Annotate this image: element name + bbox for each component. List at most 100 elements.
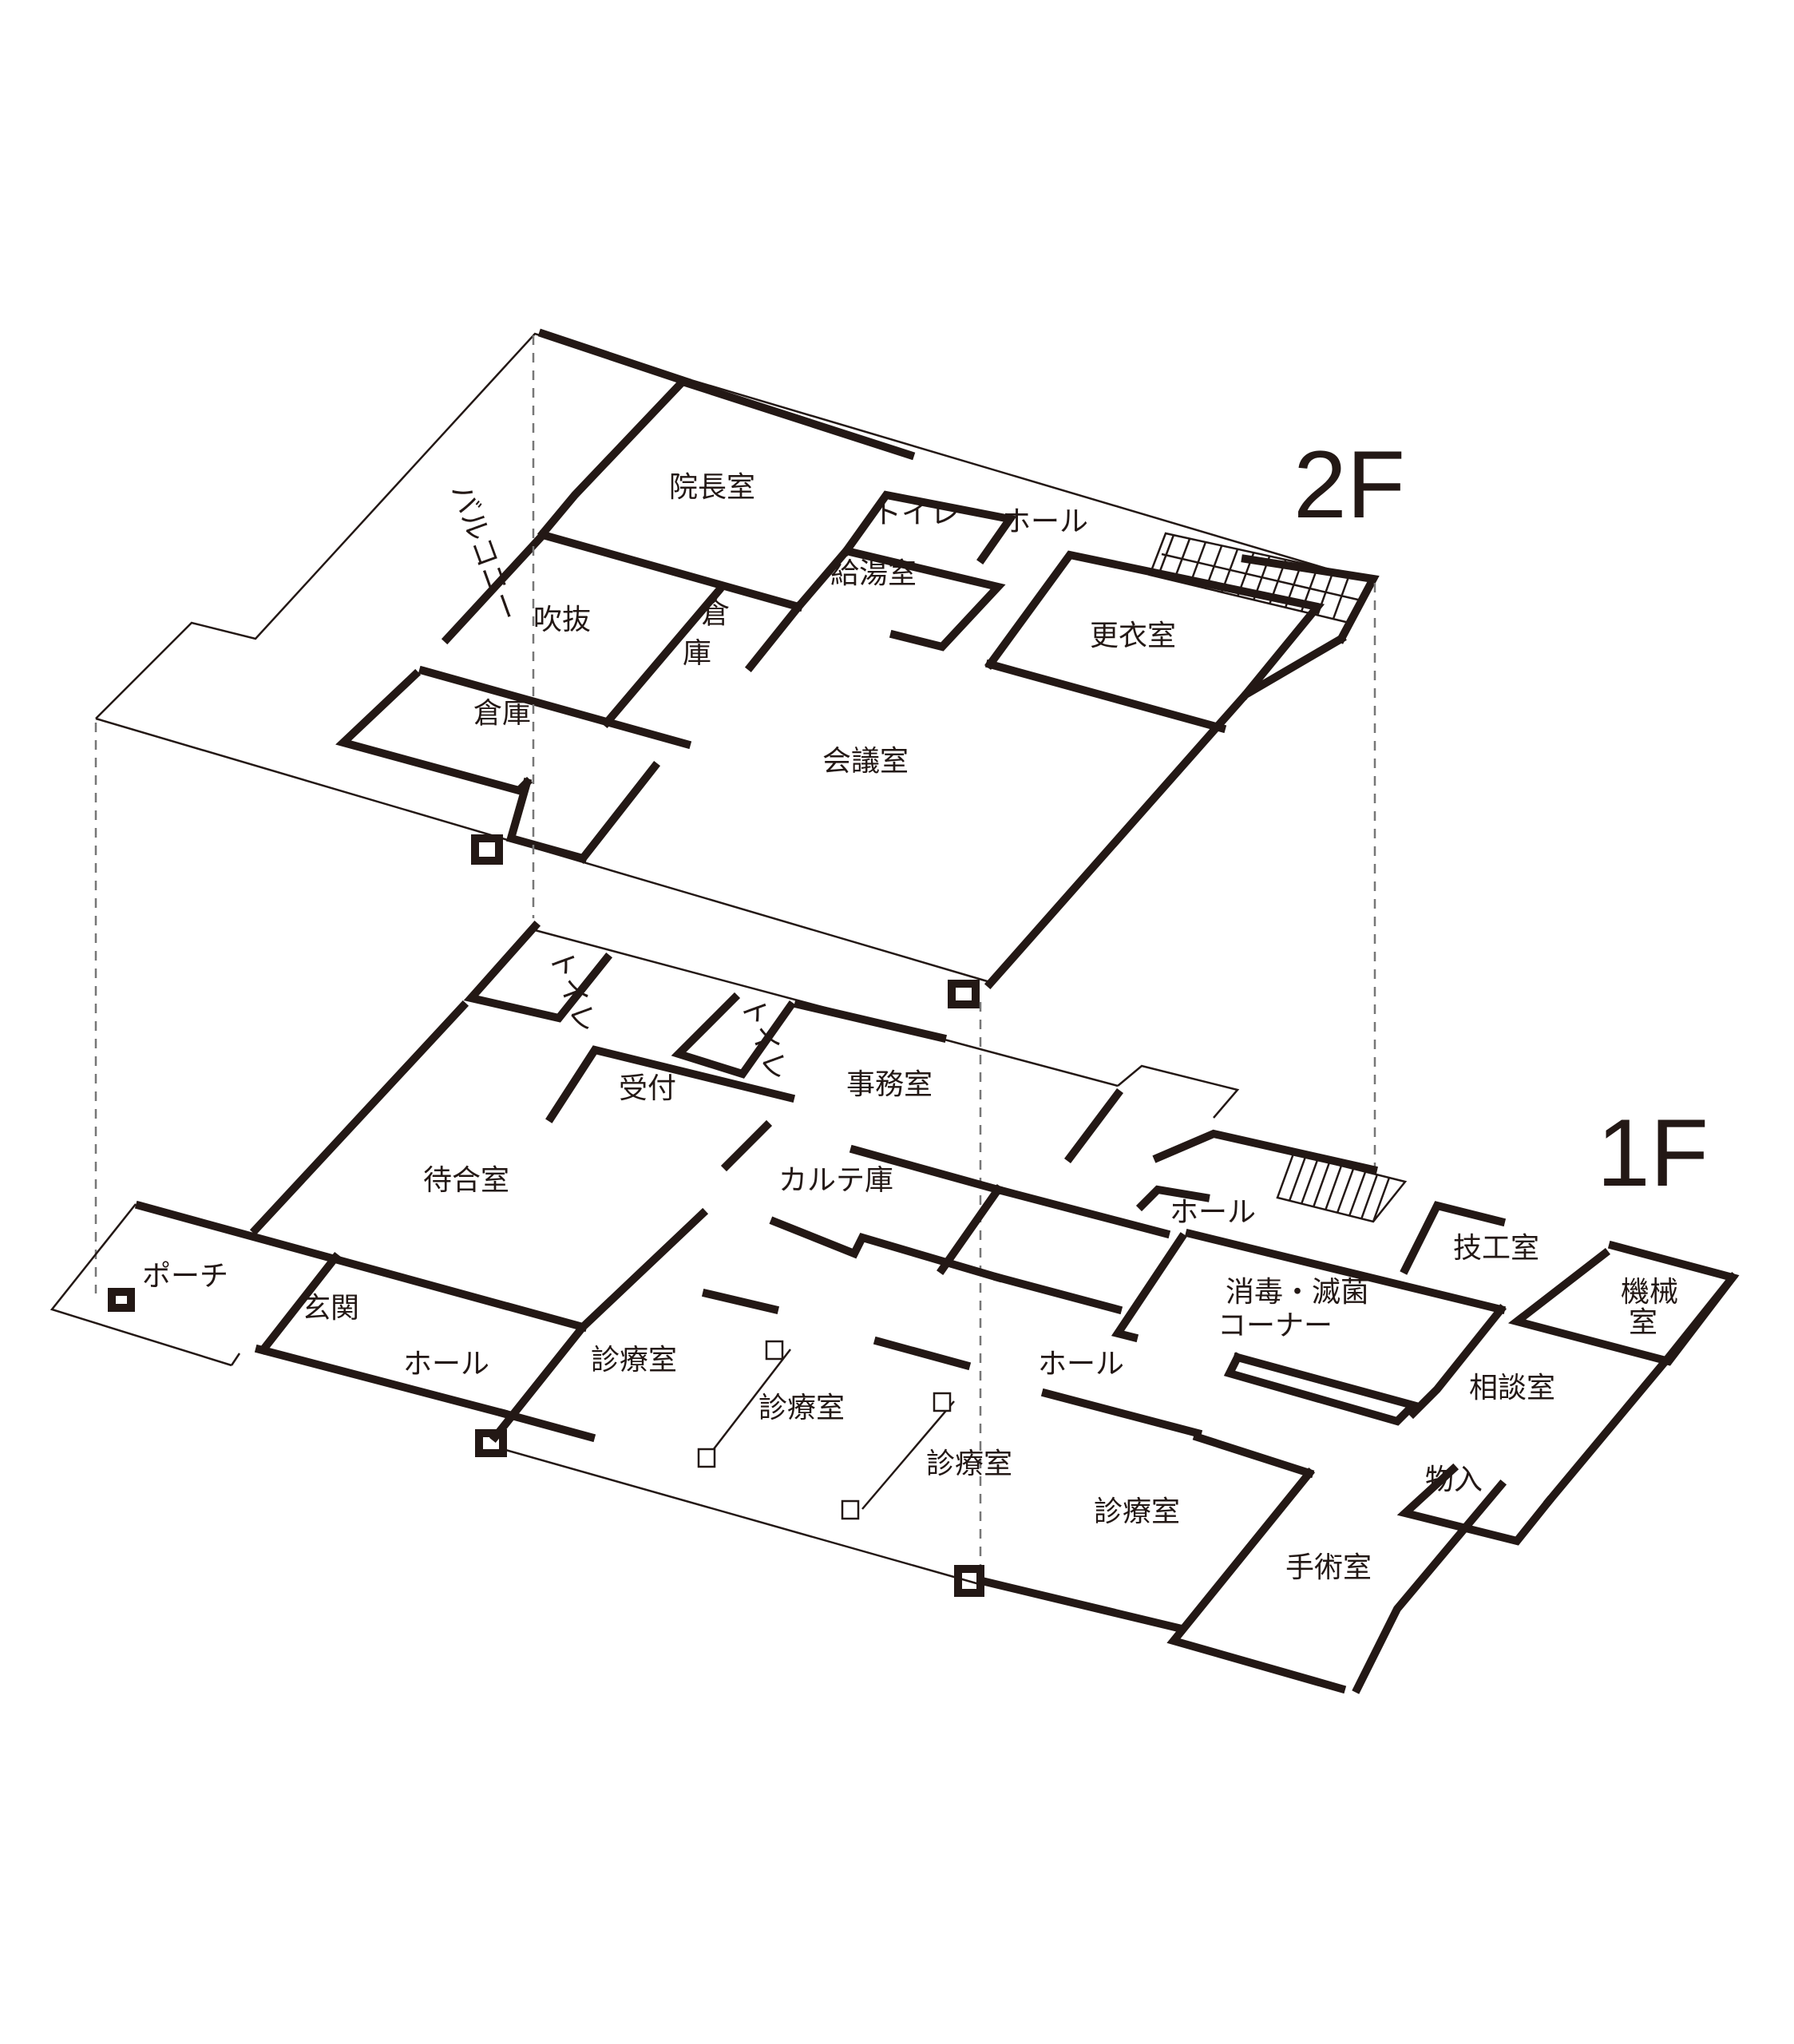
label-1f-store: 物入: [1425, 1464, 1483, 1496]
1f-surgery: [1166, 1467, 1347, 1694]
label-2f-storage-a-bottom: 庫: [683, 637, 711, 670]
1f-bump: [1117, 1064, 1240, 1119]
label-1f-office: 事務室: [846, 1068, 933, 1101]
1f-sterilize-top: [1184, 1228, 1507, 1315]
2f-pantry: [792, 546, 1006, 652]
label-2f-meeting: 会議室: [822, 745, 909, 778]
label-2f-director: 院長室: [669, 471, 755, 504]
1f-stair-bottom: [1135, 1185, 1210, 1212]
label-2f-storage-a-top: 倉: [701, 597, 730, 630]
2f-interior-1: [537, 529, 804, 612]
1f-hall-mid-2: [992, 1272, 1123, 1315]
1f-exam-wall-2: [873, 1336, 972, 1371]
1f-column-a: [475, 1429, 507, 1457]
label-2f-locker: 更衣室: [1090, 620, 1176, 652]
1f-entrance-left: [257, 1251, 342, 1356]
floor-label-2f: 2F: [1293, 431, 1405, 538]
1f-toilet-b: [671, 992, 796, 1079]
1f-hall-b-front: [497, 1408, 596, 1443]
1f-exam-4-top: [1192, 1432, 1315, 1479]
2f-locker-bottom: [984, 659, 1227, 734]
1f-waiting-left: [249, 1000, 469, 1236]
label-1f-surgery: 手術室: [1285, 1551, 1372, 1584]
2f-column-a: [471, 834, 503, 865]
label-1f-sterilize-2: コーナー: [1218, 1309, 1333, 1342]
2f-meeting-left: [576, 760, 661, 865]
floor-label-1f: 1F: [1597, 1099, 1709, 1206]
2f-column-b: [948, 980, 980, 1008]
1f-stair-top: [1152, 1129, 1378, 1175]
1f-stair: [1276, 1152, 1408, 1223]
1f-porch-wall: [134, 1200, 588, 1333]
label-1f-consult: 相談室: [1469, 1372, 1555, 1404]
label-1f-technical: 技工室: [1453, 1232, 1539, 1265]
1f-exam-partitions: [697, 1340, 955, 1520]
1f-right-edge: [1543, 1271, 1739, 1507]
floor-labels: 2F 1F: [1293, 431, 1709, 1206]
label-2f-storage-b: 倉庫: [473, 697, 531, 730]
2f-director-left: [537, 375, 689, 540]
label-1f-exam-4: 診療室: [1094, 1495, 1180, 1528]
label-2f-toilet: トイレ: [873, 497, 959, 530]
1f-office-top: [793, 999, 948, 1044]
label-1f-toilet-a: トイレ: [543, 945, 603, 1038]
1f-reception: [545, 1045, 796, 1123]
label-1f-exam-1: 診療室: [591, 1344, 677, 1377]
2f-interior-2: [441, 529, 549, 645]
2f-wall-top-left: [677, 376, 916, 461]
1f-exam-wall-1: [701, 1288, 780, 1315]
label-1f-exam-3: 診療室: [926, 1448, 1012, 1480]
2f-outer-wall-left: [537, 328, 692, 387]
label-1f-porch: ポーチ: [142, 1260, 228, 1293]
1f-office-right: [1064, 1088, 1123, 1163]
1f-sterilize-box: [1111, 1232, 1187, 1343]
2f-stair: [1148, 532, 1375, 624]
2f-void-bottom: [418, 665, 692, 750]
label-1f-reception: 受付: [619, 1072, 676, 1105]
projection-guides: [94, 335, 1376, 1589]
1f-technical: [1400, 1201, 1507, 1275]
2f-storage-b-bottom: [505, 777, 588, 864]
label-1f-hall-b: ホール: [403, 1348, 489, 1380]
1f-column-b: [954, 1565, 984, 1597]
label-2f-void: 吹抜: [533, 604, 591, 636]
1f-surgery-right: [1352, 1479, 1507, 1694]
label-2f-pantry: 給湯室: [830, 557, 917, 590]
2f-slab-outline: [95, 332, 1376, 719]
label-2f-hall: ホール: [1002, 505, 1088, 538]
1f-consult-left: [1407, 1303, 1507, 1420]
label-1f-entrance: 玄関: [302, 1292, 359, 1325]
label-1f-machine-bottom: 室: [1629, 1306, 1657, 1339]
label-1f-hall-c: ホール: [1038, 1348, 1124, 1380]
floor-1f-plan: [50, 920, 1740, 1694]
1f-records-bottom: [769, 1216, 1004, 1283]
1f-entrance-front: [254, 1344, 509, 1419]
1f-sterilize-bar: [1223, 1352, 1421, 1426]
2f-storage-a-right: [744, 600, 805, 673]
2f-wall-right: [984, 633, 1347, 990]
label-1f-hall-a: ホール: [1170, 1196, 1256, 1229]
1f-exam-front: [976, 1575, 1187, 1634]
1f-porch-column: [108, 1288, 135, 1312]
1f-reception-right: [720, 1119, 773, 1172]
1f-front-edge: [230, 1353, 241, 1366]
1f-hall-mid: [992, 1184, 1171, 1239]
1f-records-right: [937, 1184, 1004, 1275]
1f-records-top: [849, 1144, 1004, 1195]
2f-toilet-box: [841, 490, 1017, 564]
1f-slab-front: [502, 1448, 983, 1586]
label-1f-machine-top: 機械: [1621, 1276, 1678, 1309]
label-1f-waiting: 待合室: [423, 1164, 509, 1197]
floor-2f-plan: [95, 328, 1380, 1008]
room-labels-1f: トイレ トイレ 受付 事務室 待合室 カルテ庫 ホール 技工室 機械 室 ポーチ…: [142, 945, 1678, 1584]
2f-locker: [984, 550, 1325, 701]
1f-waiting-right: [489, 1207, 709, 1444]
label-1f-exam-2: 診療室: [758, 1392, 845, 1424]
1f-toilet-a: [463, 920, 613, 1023]
1f-hall-c-front: [1040, 1388, 1203, 1439]
label-1f-records: カルテ庫: [778, 1164, 893, 1197]
1f-porch-outline: [50, 1203, 232, 1367]
2f-void-right: [600, 584, 725, 729]
label-1f-sterilize-1: 消毒・滅菌: [1226, 1276, 1369, 1309]
